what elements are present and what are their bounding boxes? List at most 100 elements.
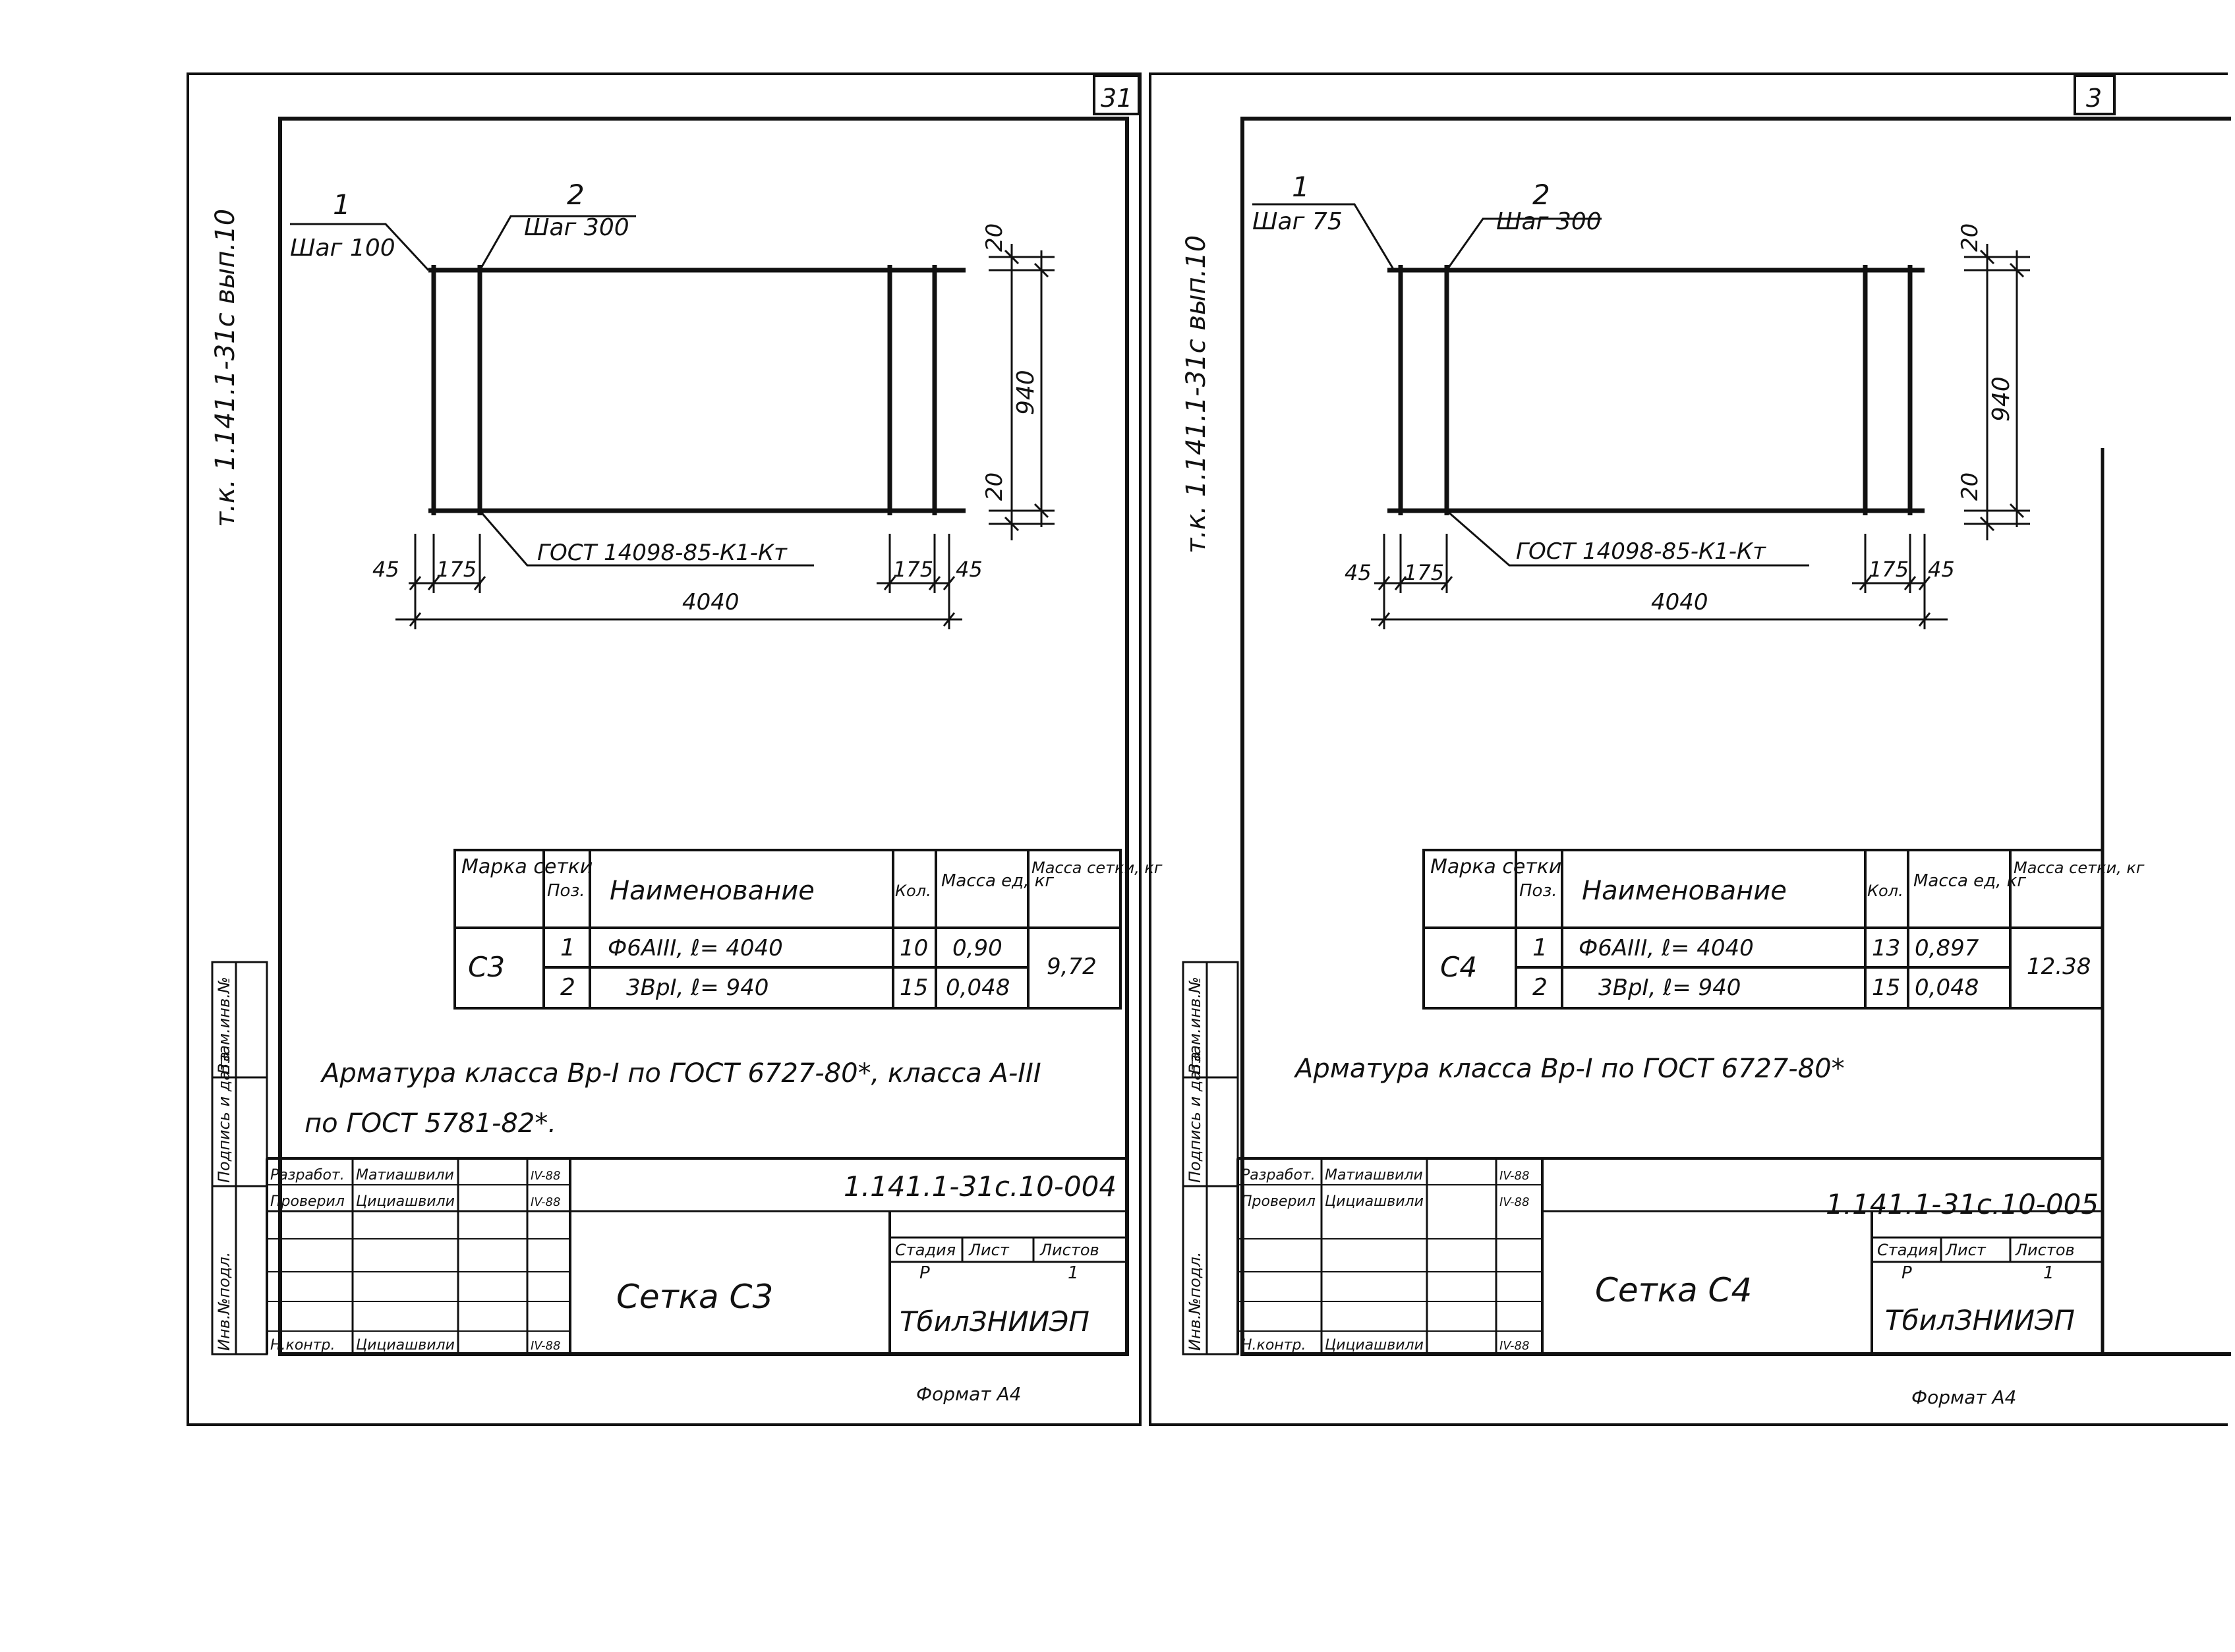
position-2-label: 2 — [1532, 179, 1550, 211]
format-label: Формат А4 — [1911, 1386, 2016, 1408]
tb-role-norm-control: Н.контр. — [1241, 1337, 1306, 1353]
tb-sheets-count: 1 — [2043, 1263, 2054, 1283]
tb-date-developer: IV-88 — [1499, 1169, 1529, 1183]
margin-series-code: т.к. 1.141.1-31с вып.10 — [1181, 235, 1211, 554]
dimension-right-edge: 45 — [1928, 557, 1955, 582]
position-1-step: Шаг 100 — [290, 235, 395, 262]
page-number-box — [1093, 74, 1140, 115]
tb-stage-header: Стадия — [895, 1241, 956, 1259]
mesh-drawing — [1387, 265, 1925, 515]
tb-name-checker: Цициашвили — [1325, 1193, 1424, 1210]
table-total-mass: 12.38 — [2027, 954, 2091, 980]
leader-lines — [290, 215, 814, 567]
tb-role-developer: Разработ. — [270, 1167, 345, 1183]
table-row-2-pos: 2 — [1532, 974, 1548, 1001]
side-stamp-inv: Инв.№подл. — [1186, 1252, 1204, 1351]
spec-table — [453, 849, 1122, 1010]
position-1-step: Шаг 75 — [1252, 208, 1343, 235]
table-total-mass: 9,72 — [1047, 954, 1097, 980]
dimension-top: 20 — [981, 223, 1008, 252]
tb-organization: ТбилЗНИИЭП — [1885, 1304, 2075, 1336]
sheet-1 — [187, 72, 1142, 1426]
tb-role-developer: Разработ. — [1241, 1167, 1316, 1183]
sheet-1-texts: 31 т.к. 1.141.1-31с вып.10 1 Шаг 100 2 Ш… — [210, 84, 1163, 1405]
tb-date-checker: IV-88 — [531, 1195, 560, 1209]
leader-lines — [1252, 203, 1809, 567]
dimension-top: 20 — [1957, 223, 1983, 252]
table-row-1-pos: 1 — [560, 934, 575, 961]
table-header-total-mass: Масса сетки, кг — [1031, 859, 1163, 877]
gost-callout: ГОСТ 14098-85-К1-Кт — [537, 540, 788, 566]
spec-table — [1422, 849, 2104, 1010]
sheet-outer-frame — [1149, 72, 2228, 1426]
table-header-qty: Кол. — [895, 882, 931, 900]
dimension-bottom: 20 — [1957, 472, 1983, 501]
title-block-grid — [1236, 1157, 2103, 1354]
table-row-1-qty: 10 — [900, 935, 928, 961]
note-line-1: Арматура класса Вр-I по ГОСТ 6727-80*, к… — [320, 1058, 1041, 1089]
table-header-pos: Поз. — [1519, 881, 1557, 901]
tb-stage-header: Стадия — [1877, 1241, 1938, 1259]
tb-date-checker: IV-88 — [1499, 1195, 1529, 1209]
tb-name-developer: Матиашвили — [356, 1167, 454, 1183]
dimension-right-step: 175 — [893, 557, 933, 582]
table-mark-value: С4 — [1440, 951, 1477, 983]
position-1-label: 1 — [333, 188, 351, 221]
position-1-label: 1 — [1292, 171, 1310, 203]
tb-name-checker: Цициашвили — [356, 1193, 455, 1210]
tb-date-developer: IV-88 — [531, 1169, 560, 1183]
dimension-left-step: 175 — [436, 557, 477, 582]
table-row-2-unit-mass: 0,048 — [946, 975, 1010, 1001]
table-row-1-unit-mass: 0,897 — [1915, 935, 1979, 961]
dimension-height: 940 — [1988, 376, 2015, 422]
table-row-1-pos: 1 — [1532, 934, 1548, 961]
tb-date-norm-control: IV-88 — [531, 1339, 560, 1353]
table-header-unit-mass: Масса ед, кг — [941, 871, 1054, 891]
tb-doc-code: 1.141.1-31с.10-005 — [1826, 1188, 2099, 1220]
dimension-lines-horizontal — [395, 534, 962, 629]
table-header-unit-mass: Масса ед, кг — [1913, 871, 2026, 891]
tb-title: Сетка С4 — [1595, 1271, 1752, 1309]
table-row-2-unit-mass: 0,048 — [1915, 975, 1979, 1001]
table-header-qty: Кол. — [1867, 882, 1903, 900]
dimension-lines-horizontal — [1371, 534, 1948, 629]
tb-stage: Р — [919, 1263, 930, 1283]
table-row-1-qty: 13 — [1872, 935, 1900, 961]
table-row-2-qty: 15 — [1872, 975, 1900, 1001]
tb-sheets-count: 1 — [1068, 1263, 1079, 1283]
gost-callout: ГОСТ 14098-85-К1-Кт — [1516, 538, 1766, 565]
table-header-total-mass: Масса сетки, кг — [2014, 859, 2145, 877]
side-stamp-signature: Подпись и дата — [1186, 1052, 1204, 1183]
tb-organization: ТбилЗНИИЭП — [900, 1305, 1089, 1338]
tb-name-developer: Матиашвили — [1325, 1167, 1423, 1183]
note-line-2: по ГОСТ 5781-82*. — [305, 1108, 556, 1139]
tb-title: Сетка С3 — [616, 1278, 773, 1316]
page-number: 31 — [1101, 84, 1132, 113]
table-header-mark: Марка сетки — [1430, 855, 1561, 878]
table-row-2-name: 3ВрI, ℓ= 940 — [1598, 975, 1741, 1001]
dimension-left-step: 175 — [1404, 560, 1444, 585]
table-header-name: Наименование — [610, 876, 815, 906]
format-label: Формат А4 — [916, 1383, 1021, 1405]
position-2-step: Шаг 300 — [524, 214, 629, 241]
table-row-2-qty: 15 — [900, 975, 928, 1001]
sheet-outer-frame — [187, 72, 1142, 1426]
tb-doc-code: 1.141.1-31с.10-004 — [844, 1170, 1117, 1203]
dimension-length: 4040 — [1651, 589, 1708, 615]
dimension-left-edge: 45 — [1345, 560, 1372, 585]
side-stamp-signature: Подпись и дата — [215, 1052, 233, 1183]
dimension-bottom: 20 — [981, 472, 1008, 501]
dimension-left-edge: 45 — [372, 557, 399, 582]
page-number: 3 — [2086, 84, 2102, 113]
dimension-lines-vertical — [989, 244, 1055, 540]
position-2-label: 2 — [567, 179, 585, 211]
tb-sheet-header: Лист — [1945, 1241, 1987, 1259]
tb-name-norm-control: Цициашвили — [1325, 1337, 1424, 1353]
tb-role-norm-control: Н.контр. — [270, 1337, 335, 1353]
tb-stage: Р — [1901, 1263, 1912, 1283]
margin-series-code: т.к. 1.141.1-31с вып.10 — [210, 209, 241, 527]
page-number-box — [2074, 74, 2116, 115]
tb-role-checker: Проверил — [1241, 1193, 1316, 1210]
side-stamp-inv: Инв.№подл. — [215, 1252, 233, 1351]
